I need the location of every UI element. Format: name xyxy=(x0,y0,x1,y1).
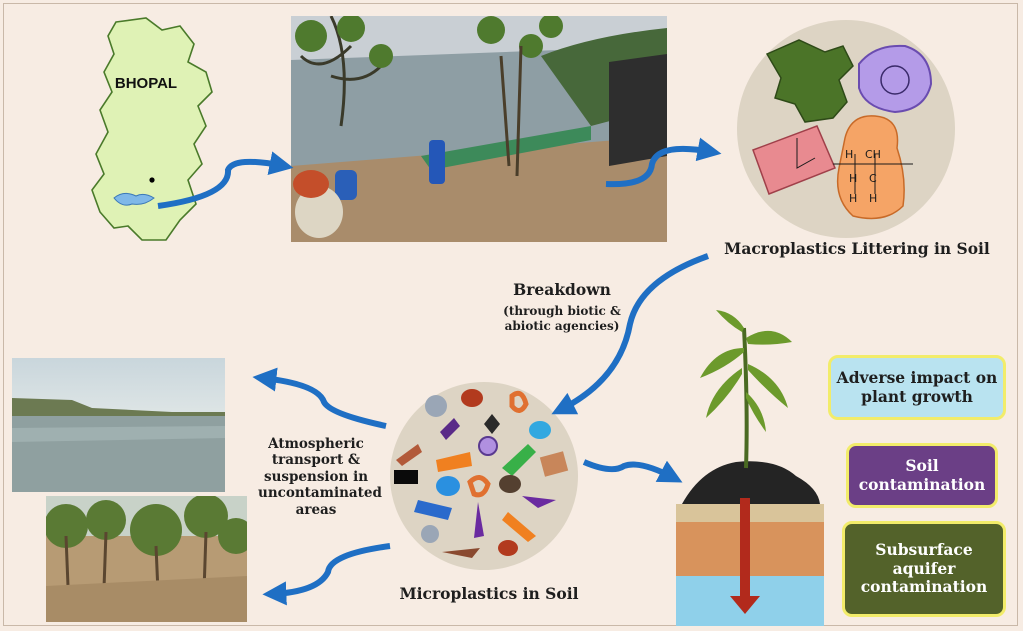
contamination-arrow-head xyxy=(730,596,760,614)
plant-stem xyxy=(742,327,749,469)
microplastic-fragment xyxy=(467,475,491,498)
microplastic-fragment xyxy=(484,414,500,434)
microplastic-fragment xyxy=(509,390,529,413)
contamination-arrow-shaft xyxy=(740,498,750,598)
plastic-polymer-pink xyxy=(752,125,836,195)
microplastic-fragment xyxy=(502,444,536,476)
microplastic-fragment xyxy=(474,502,484,538)
state-map: BHOPAL xyxy=(91,17,213,241)
microplastic-fragment xyxy=(502,512,536,542)
impact-plant-growth-box: Adverse impact on plant growth xyxy=(828,355,1006,420)
microplastics-label: Microplastics in Soil xyxy=(399,584,579,603)
microplastics-circle xyxy=(390,382,578,570)
svg-text:C: C xyxy=(869,172,877,185)
map-city-label: BHOPAL xyxy=(115,75,177,92)
microplastic-fragment xyxy=(461,389,483,407)
plastic-polymer-purple xyxy=(858,44,933,114)
aquifer-contamination-box: Subsurface aquifer contamination xyxy=(842,521,1006,617)
lake-icon xyxy=(113,192,155,206)
plastic-polymer-green xyxy=(765,39,854,123)
svg-text:H: H xyxy=(845,148,853,161)
microplastic-fragment xyxy=(478,436,498,456)
bhopal-location-dot xyxy=(149,177,155,183)
atmospheric-transport-label: Atmospheric transport & suspension in un… xyxy=(258,436,382,518)
svg-text:H: H xyxy=(869,192,877,205)
svg-text:CH: CH xyxy=(865,148,881,161)
svg-text:H: H xyxy=(849,192,857,205)
microplastic-fragment xyxy=(442,548,480,558)
microplastic-fragment xyxy=(425,395,447,417)
forest-photo xyxy=(46,496,247,622)
microplastic-fragment xyxy=(529,421,551,439)
microplastic-fragment xyxy=(499,475,521,493)
soil-contamination-box: Soil contamination xyxy=(846,443,998,508)
plant-soil-profile xyxy=(676,310,824,626)
microplastic-fragment xyxy=(396,444,422,466)
breakdown-title: Breakdown xyxy=(513,280,611,299)
microplastic-fragment xyxy=(539,451,569,477)
macroplastics-label: Macroplastics Littering in Soil xyxy=(724,239,990,258)
microplastic-fragment xyxy=(436,452,472,472)
microplastic-fragment xyxy=(421,525,439,543)
lake-landscape-photo xyxy=(12,358,225,492)
plastic-polymer-orange xyxy=(836,115,905,220)
microplastic-fragment xyxy=(394,470,418,484)
map-outline xyxy=(91,17,213,241)
svg-text:H: H xyxy=(849,172,857,185)
microplastic-fragment xyxy=(436,476,460,496)
microplastic-fragment xyxy=(522,496,556,508)
lake-shore-photo xyxy=(291,16,667,242)
breakdown-subtitle: (through biotic & abiotic agencies) xyxy=(503,304,621,333)
soil-heap xyxy=(682,461,820,504)
microplastic-fragment xyxy=(440,418,460,440)
microplastic-fragment xyxy=(498,540,518,556)
figure-border xyxy=(3,3,1018,626)
microplastic-fragment xyxy=(414,500,452,520)
